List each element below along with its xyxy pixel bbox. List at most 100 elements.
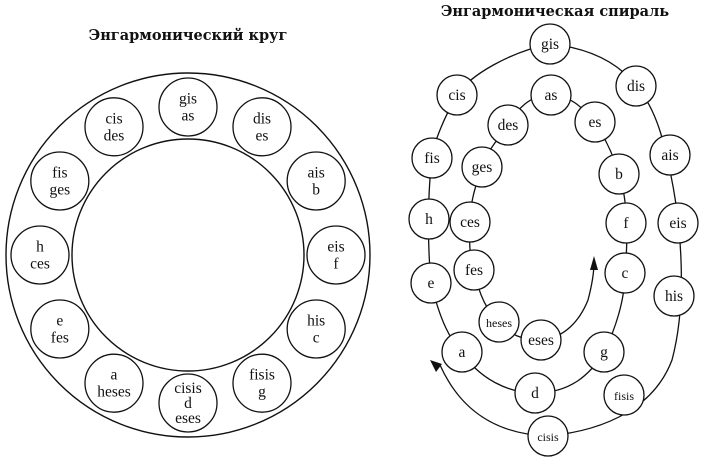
node-label: h xyxy=(425,211,433,228)
spiral-node: eses xyxy=(520,319,562,361)
node-circle xyxy=(158,373,218,433)
node-label: g xyxy=(600,344,608,361)
spiral-nodes: gisdisaiseishisfisiscisiscisfisheadgcfbe… xyxy=(408,23,699,457)
node-label: ges xyxy=(472,159,493,176)
spiral-node: fisis xyxy=(603,374,645,416)
spiral-title: Энгармоническая спираль xyxy=(441,3,669,20)
node-circle xyxy=(604,252,646,294)
node-circle xyxy=(603,374,645,416)
node-label: a xyxy=(459,344,466,361)
spiral-node: as xyxy=(530,74,572,116)
node-label: dis xyxy=(253,110,271,127)
node-label: dis xyxy=(627,78,645,95)
node-label: b xyxy=(615,166,623,183)
node-circle xyxy=(615,65,657,107)
node-label: heses xyxy=(486,316,512,330)
node-label: des xyxy=(104,127,125,144)
node-circle xyxy=(487,104,529,146)
node-circle xyxy=(286,299,346,359)
spiral-node: h xyxy=(408,198,450,240)
node-label: d xyxy=(184,395,192,412)
node-label: fis xyxy=(424,150,440,167)
node-label: fisis xyxy=(614,389,634,403)
spiral-node: b xyxy=(598,153,640,195)
node-label: c xyxy=(622,265,629,282)
node-label: eis xyxy=(327,239,344,256)
circle-inner-ring xyxy=(71,138,305,372)
node-circle xyxy=(232,353,292,413)
node-circle xyxy=(408,198,450,240)
node-label: g xyxy=(258,384,266,401)
node-label: as xyxy=(182,108,195,125)
node-circle xyxy=(478,301,520,343)
node-circle xyxy=(286,151,346,211)
node-circle xyxy=(657,202,699,244)
node-circle xyxy=(598,153,640,195)
node-circle xyxy=(461,146,503,188)
node-circle xyxy=(306,225,366,285)
node-label: his xyxy=(307,313,325,330)
node-label: heses xyxy=(97,384,131,401)
node-circle xyxy=(527,415,569,457)
node-circle xyxy=(574,101,616,143)
node-label: h xyxy=(36,239,44,256)
spiral-node: a xyxy=(441,331,483,373)
node-label: gis xyxy=(179,91,197,108)
node-circle xyxy=(605,202,647,244)
node-label: fis xyxy=(52,165,68,182)
circle-outer-ring xyxy=(5,72,371,438)
spiral-node: f xyxy=(605,202,647,244)
node-label: ces xyxy=(460,214,480,231)
spiral-node: d xyxy=(514,372,556,414)
node-circle xyxy=(529,23,571,65)
node-circle xyxy=(10,225,70,285)
spiral-node: ces xyxy=(449,201,491,243)
node-label: es xyxy=(589,114,602,131)
node-circle xyxy=(30,151,90,211)
node-label: fes xyxy=(465,262,483,279)
node-label: f xyxy=(623,215,629,232)
spiral-node: dis xyxy=(615,65,657,107)
spiral-node: fis xyxy=(411,137,453,179)
spiral-node: eis xyxy=(657,202,699,244)
spiral-node: c xyxy=(604,252,646,294)
node-circle xyxy=(653,275,695,317)
spiral-node: gis xyxy=(529,23,571,65)
node-label: ges xyxy=(49,182,70,199)
node-label: as xyxy=(545,87,558,104)
spiral-node: fes xyxy=(453,249,495,291)
node-label: e xyxy=(56,313,63,330)
node-circle xyxy=(449,201,491,243)
node-label: fes xyxy=(51,330,69,347)
node-circle xyxy=(583,331,625,373)
node-label: gis xyxy=(541,36,559,53)
node-circle xyxy=(84,97,144,157)
node-circle xyxy=(158,77,218,137)
node-label: ais xyxy=(661,147,678,164)
node-label: cisis xyxy=(174,380,202,397)
node-label: c xyxy=(313,330,320,347)
spiral-node: des xyxy=(487,104,529,146)
node-circle xyxy=(84,353,144,413)
node-label: cis xyxy=(448,87,465,104)
spiral-node: heses xyxy=(478,301,520,343)
node-circle xyxy=(514,372,556,414)
node-label: fisis xyxy=(249,367,275,384)
node-label: des xyxy=(498,117,519,134)
spiral-node: cisis xyxy=(527,415,569,457)
node-circle xyxy=(30,299,90,359)
node-label: his xyxy=(665,288,683,305)
node-circle xyxy=(410,262,452,304)
